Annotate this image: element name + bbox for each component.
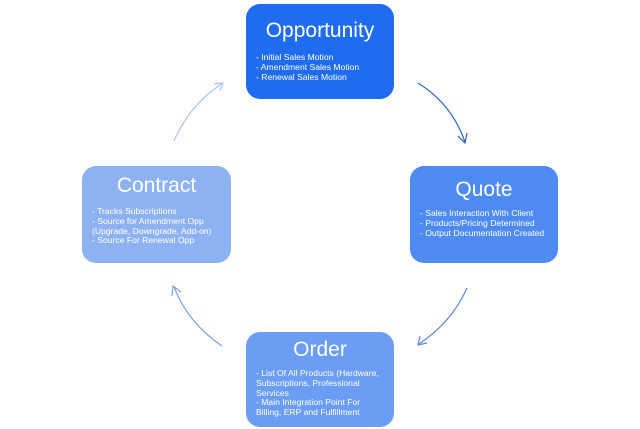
node-contract-title: Contract xyxy=(116,174,197,197)
node-order-list: - List Of All Products (Hardware, Subscr… xyxy=(256,368,384,418)
arrow-contract-to-opportunity xyxy=(173,82,224,142)
node-quote-item: - Output Documentation Created xyxy=(420,227,545,238)
node-order-item: - Main Integration Point For Billing, ER… xyxy=(256,397,361,418)
node-opportunity-item: - Initial Sales Motion xyxy=(256,52,334,62)
node-contract-item: - Source For Renewal Opp xyxy=(92,235,195,246)
node-order-title: Order xyxy=(293,338,347,361)
node-opportunity-item: - Renewal Sales Motion xyxy=(256,71,347,82)
node-quote: Quote - Sales Interaction With Client - … xyxy=(410,166,558,263)
node-contract-item: - Source for Amendment Opp (Upgrade, Dow… xyxy=(92,215,212,236)
node-opportunity-title: Opportunity xyxy=(265,19,375,42)
node-order-item: - List Of All Products (Hardware, Subscr… xyxy=(256,368,379,398)
arrow-order-to-contract xyxy=(171,284,223,347)
node-order: Order - List Of All Products (Hardware, … xyxy=(246,332,394,427)
node-contract-list: - Tracks Subscriptions - Source for Amen… xyxy=(92,206,221,246)
node-quote-item: - Sales Interaction With Client xyxy=(420,208,534,218)
node-opportunity-list: - Initial Sales Motion - Amendment Sales… xyxy=(256,52,384,82)
node-opportunity: Opportunity - Initial Sales Motion - Ame… xyxy=(246,4,394,99)
node-opportunity-item: - Amendment Sales Motion xyxy=(256,61,360,72)
node-quote-item: - Products/Pricing Determined xyxy=(420,217,535,228)
arrow-quote-to-order xyxy=(417,287,468,346)
node-contract-item: - Tracks Subscriptions xyxy=(92,206,177,216)
node-quote-title: Quote xyxy=(455,178,513,201)
arrow-opportunity-to-quote xyxy=(417,82,468,145)
node-quote-list: - Sales Interaction With Client - Produc… xyxy=(420,208,548,238)
node-contract: Contract - Tracks Subscriptions - Source… xyxy=(82,166,231,263)
